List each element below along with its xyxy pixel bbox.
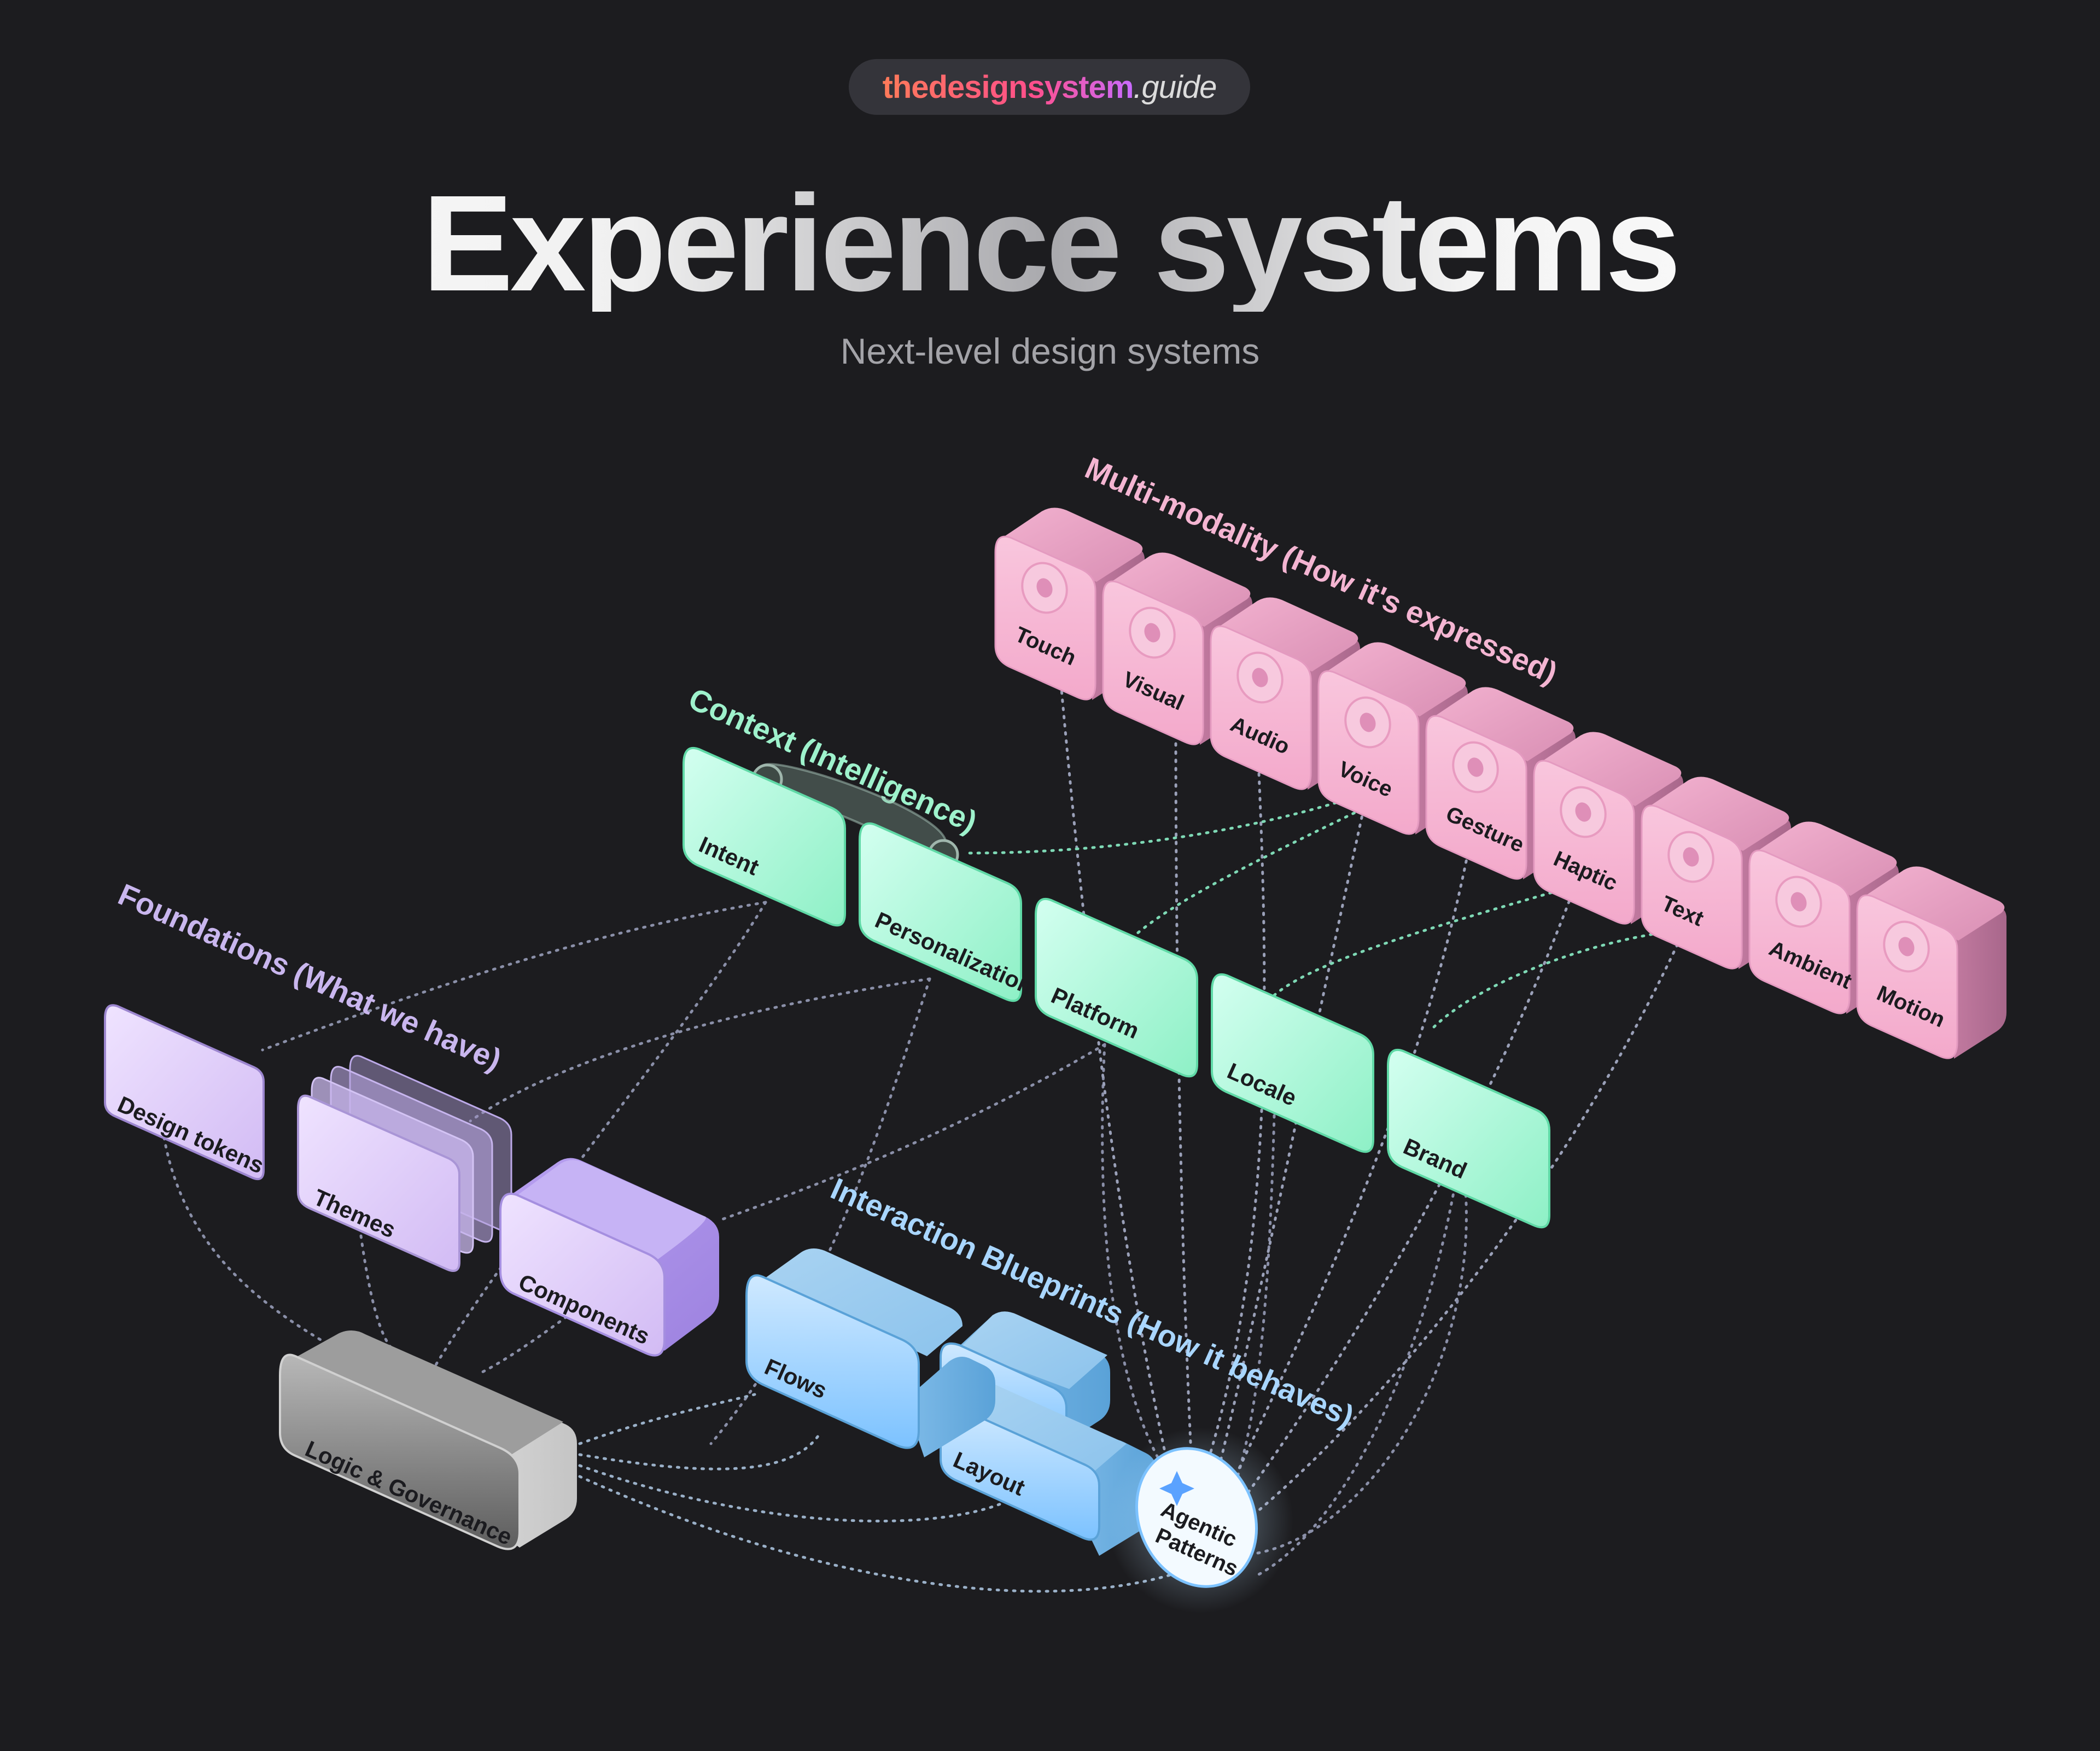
connector-line	[1431, 928, 1686, 1030]
context-platform[interactable]: Platform	[1035, 898, 1198, 1078]
touch-icon	[1021, 562, 1068, 614]
interaction-flows[interactable]: Flows	[745, 1248, 995, 1457]
connector-line	[1245, 928, 1686, 1522]
motion-icon	[1883, 920, 1930, 973]
gesture-icon	[1452, 741, 1499, 793]
connector-line	[261, 901, 767, 1052]
connector-line	[1059, 682, 1172, 1478]
logic-governance-block[interactable]: Logic & Governance	[279, 1330, 577, 1550]
connector-line	[1273, 884, 1577, 997]
multimodality-group: TouchVisualAudioVoiceGestureHapticTextAm…	[994, 507, 2006, 1059]
connector-line	[1256, 1190, 1468, 1555]
foundation-design-tokens[interactable]: Design tokens	[104, 1004, 268, 1181]
connector-line	[1201, 748, 1266, 1478]
page-subtitle: Next-level design systems	[840, 331, 1260, 371]
connector-line	[162, 1136, 341, 1352]
connector-line	[578, 1464, 1002, 1522]
connection-lines	[162, 682, 1686, 1593]
haptic-icon	[1560, 786, 1607, 838]
site-brand-tld: .guide	[1133, 69, 1217, 105]
modality-touch[interactable]: Touch	[994, 507, 1145, 701]
connector-line	[720, 1043, 1106, 1221]
context-locale[interactable]: Locale	[1211, 973, 1374, 1153]
interaction-agentic-patterns[interactable]: Agentic Patterns	[1107, 1427, 1293, 1613]
connector-line	[1229, 1114, 1276, 1500]
connector-line	[1223, 835, 1473, 1500]
page-title: Experience systems	[0, 175, 2100, 312]
connector-line	[1212, 791, 1369, 1489]
voice-icon	[1344, 696, 1391, 749]
connector-line	[1234, 884, 1577, 1511]
connector-line	[709, 977, 931, 1445]
text-icon	[1667, 831, 1714, 883]
connector-line	[966, 791, 1369, 855]
connector-line	[480, 1305, 581, 1374]
connector-line	[1101, 1043, 1183, 1495]
connector-line	[359, 1234, 395, 1352]
site-badge[interactable]: thedesignsystem.guide	[849, 59, 1250, 115]
site-brand-main: thedesignsystem	[882, 69, 1134, 105]
connector-line	[578, 1475, 1172, 1593]
connector-line	[1256, 1185, 1456, 1577]
audio-icon	[1236, 651, 1284, 704]
foundation-components[interactable]: Components	[499, 1158, 719, 1357]
connector-line	[414, 901, 767, 1402]
sparkle-icon	[1159, 1471, 1194, 1506]
connector-line	[578, 1393, 756, 1445]
modality-motion[interactable]: Motion	[1856, 866, 2006, 1059]
connector-line	[578, 1431, 822, 1470]
ambient-icon	[1775, 876, 1822, 928]
connector-line	[1174, 726, 1194, 1478]
context-brand[interactable]: Brand	[1387, 1049, 1550, 1229]
foundation-themes[interactable]: Themes	[297, 1055, 512, 1272]
visual-icon	[1129, 606, 1176, 659]
connector-line	[469, 977, 931, 1123]
